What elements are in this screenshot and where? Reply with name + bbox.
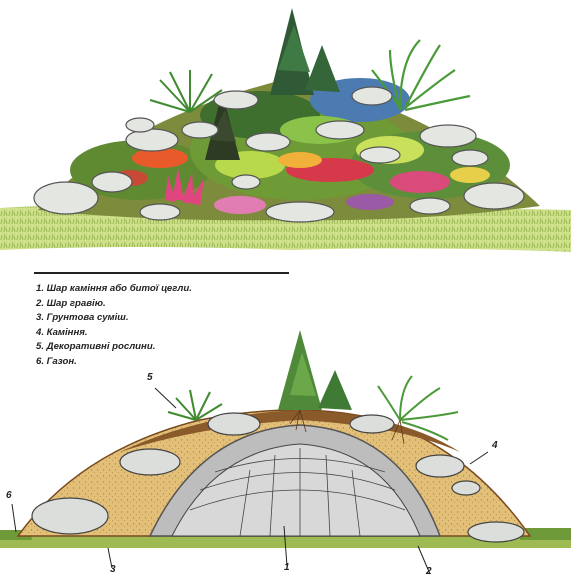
leader-line-4 bbox=[470, 452, 488, 464]
legend: 1. Шар каміння або битої цегли. 2. Шар г… bbox=[36, 272, 294, 370]
callout-4: 4 bbox=[492, 440, 498, 451]
rock-garden-top-view bbox=[0, 8, 571, 252]
callout-3: 3 bbox=[110, 564, 116, 575]
section-grass-plant bbox=[168, 390, 222, 420]
legend-item-6: 6. Газон. bbox=[36, 355, 294, 370]
leader-line-5 bbox=[155, 388, 176, 408]
callout-6: 6 bbox=[6, 490, 12, 501]
tall-conifer bbox=[270, 8, 340, 95]
legend-item-2: 2. Шар гравію. bbox=[36, 297, 294, 312]
callout-5: 5 bbox=[147, 372, 153, 383]
legend-divider bbox=[34, 272, 289, 274]
legend-item-4: 4. Каміння. bbox=[36, 326, 294, 341]
legend-list: 1. Шар каміння або битої цегли. 2. Шар г… bbox=[36, 282, 294, 370]
legend-item-5: 5. Декоративні рослини. bbox=[36, 340, 294, 355]
callout-2: 2 bbox=[426, 566, 432, 577]
callout-1: 1 bbox=[284, 562, 290, 573]
legend-item-3: 3. Грунтова суміш. bbox=[36, 311, 294, 326]
legend-item-1: 1. Шар каміння або битої цегли. bbox=[36, 282, 294, 297]
leader-line-6 bbox=[12, 504, 16, 532]
